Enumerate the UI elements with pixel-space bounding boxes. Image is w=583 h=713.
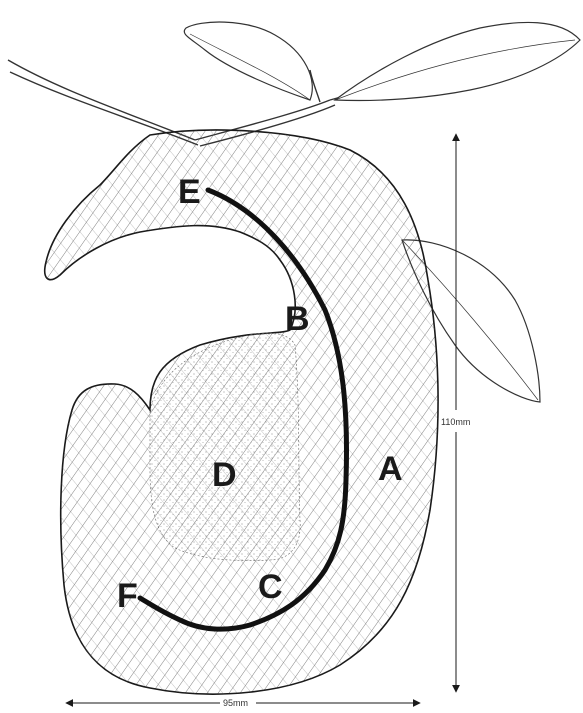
- label-e: E: [178, 173, 201, 211]
- label-f: F: [117, 577, 138, 615]
- label-d: D: [212, 456, 237, 494]
- width-label: 95mm: [223, 698, 248, 708]
- label-c: C: [258, 568, 283, 606]
- leaf: [335, 22, 580, 100]
- height-dimension: 110mm: [441, 134, 470, 692]
- width-dimension: 95mm: [66, 698, 420, 708]
- label-a: A: [378, 450, 403, 488]
- leaf: [184, 22, 312, 100]
- height-label: 110mm: [441, 417, 470, 427]
- label-b: B: [285, 300, 310, 338]
